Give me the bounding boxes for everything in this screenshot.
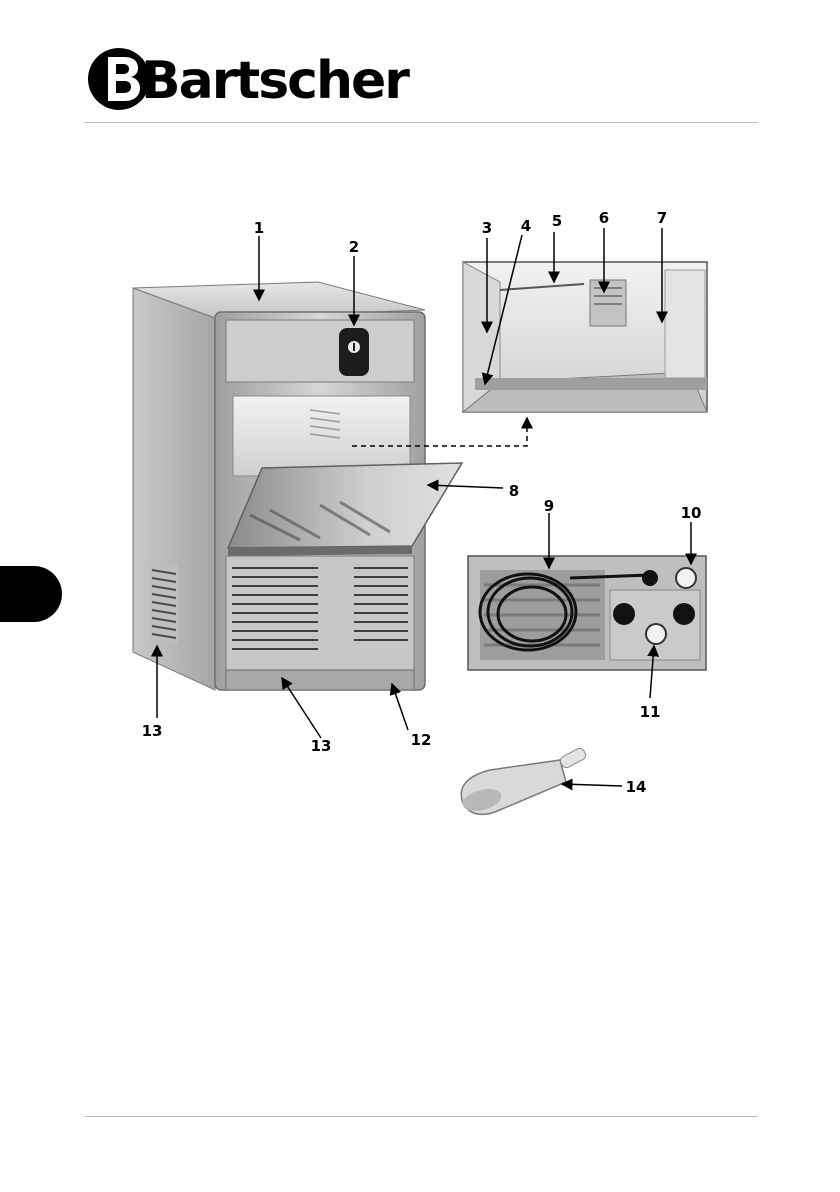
side-vent <box>150 565 178 643</box>
callout-1: 1 <box>254 219 264 237</box>
inset-interior <box>463 262 707 412</box>
callout-7: 7 <box>657 209 667 227</box>
callout-12: 12 <box>411 731 432 749</box>
drain-connection <box>646 624 666 644</box>
callout-6: 6 <box>599 209 609 227</box>
callout-4: 4 <box>521 217 531 235</box>
callout-13-front: 13 <box>311 737 332 755</box>
callout-2: 2 <box>349 238 359 256</box>
callout-10: 10 <box>681 504 702 522</box>
inset-rear <box>468 556 706 670</box>
water-inlet <box>676 568 696 588</box>
callout-8: 8 <box>509 482 519 500</box>
callout-11: 11 <box>640 703 661 721</box>
callout-14: 14 <box>626 778 647 796</box>
callout-3: 3 <box>482 219 492 237</box>
callout-13-side: 13 <box>142 722 163 740</box>
ice-scoop <box>460 747 587 815</box>
ice-machine <box>133 282 462 690</box>
callout-5: 5 <box>552 212 562 230</box>
callout-9: 9 <box>544 497 554 515</box>
